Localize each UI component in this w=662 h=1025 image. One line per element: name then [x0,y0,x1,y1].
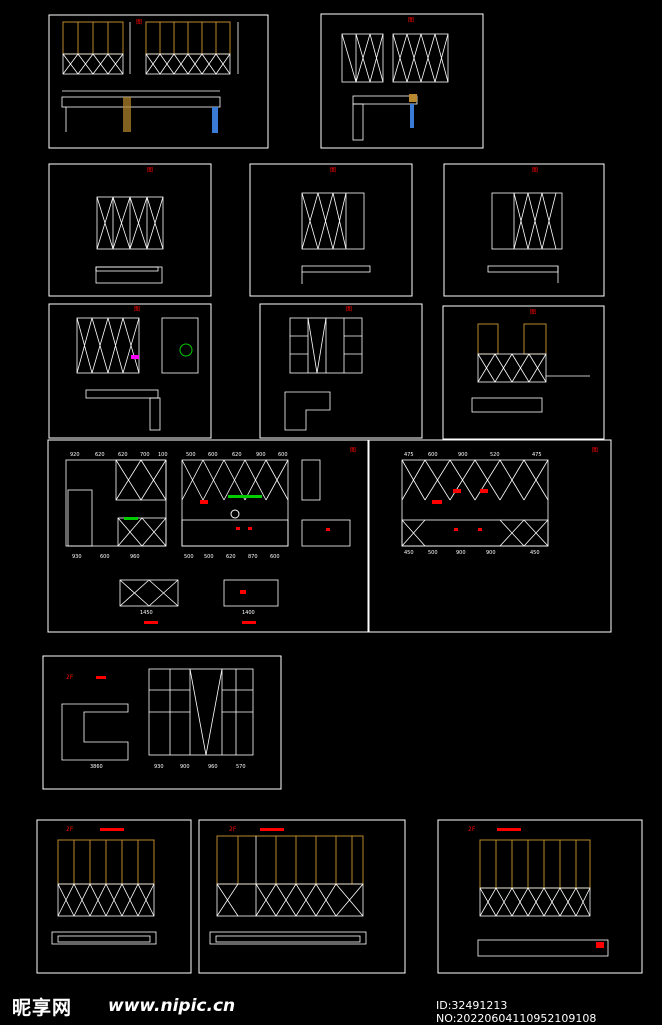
sheet-3: 图 [48,163,212,297]
svg-text:600: 600 [270,554,280,560]
svg-text:700: 700 [140,452,150,458]
svg-text:900: 900 [256,452,266,458]
svg-text:620: 620 [118,452,128,458]
svg-text:图: 图 [346,306,352,313]
svg-text:图: 图 [134,306,140,313]
svg-text:900: 900 [456,550,466,556]
svg-text:2F: 2F [468,826,476,833]
sheet-2: 图 [320,13,484,149]
watermark-id: ID:32491213 NO:20220604110952109108 [436,999,597,1025]
sheet-6: 图 [48,303,212,439]
svg-text:2F: 2F [66,674,74,681]
svg-text:图: 图 [136,19,142,26]
svg-text:520: 520 [490,452,500,458]
watermark-logo: 昵享网 [12,997,73,1019]
watermark-site: www.nipic.cn [108,996,236,1016]
svg-text:图: 图 [408,17,414,24]
svg-text:图: 图 [350,447,356,454]
svg-text:620: 620 [95,452,105,458]
svg-text:1450: 1450 [140,610,153,616]
svg-text:图: 图 [592,447,598,454]
svg-text:600: 600 [208,452,218,458]
sheet-9: 图 920 620 620 700 100 930 600 960 500 60… [47,439,369,633]
svg-text:900: 900 [458,452,468,458]
svg-text:3860: 3860 [90,764,103,770]
sheet-13: 2F [198,819,406,974]
svg-text:960: 960 [208,764,218,770]
sheet-5: 图 [443,163,605,297]
sheet-11: 2F 3860 930 900 960 570 [42,655,282,790]
svg-text:500: 500 [204,554,214,560]
svg-text:600: 600 [100,554,110,560]
sheet-10: 图 475 600 900 520 475 450 500 900 900 45… [368,439,612,633]
svg-text:870: 870 [248,554,258,560]
svg-text:960: 960 [130,554,140,560]
svg-text:图: 图 [147,167,153,174]
svg-text:930: 930 [154,764,164,770]
sheet-1: 图 [48,14,269,149]
sheet-4: 图 [249,163,413,297]
svg-text:1400: 1400 [242,610,255,616]
svg-text:620: 620 [232,452,242,458]
sheet-8: 图 [442,305,605,440]
svg-text:475: 475 [532,452,542,458]
svg-text:920: 920 [70,452,80,458]
svg-text:570: 570 [236,764,246,770]
svg-text:100: 100 [158,452,168,458]
svg-text:900: 900 [486,550,496,556]
svg-text:图: 图 [330,167,336,174]
svg-text:图: 图 [532,167,538,174]
svg-text:600: 600 [428,452,438,458]
svg-text:图: 图 [530,309,536,316]
svg-text:450: 450 [404,550,414,556]
svg-text:500: 500 [186,452,196,458]
svg-text:2F: 2F [66,826,74,833]
svg-text:500: 500 [428,550,438,556]
sheet-14: 2F [437,819,643,974]
svg-text:900: 900 [180,764,190,770]
svg-text:600: 600 [278,452,288,458]
svg-text:450: 450 [530,550,540,556]
sheet-7: 图 [259,303,423,439]
sheet-12: 2F [36,819,192,974]
svg-text:500: 500 [184,554,194,560]
svg-text:2F: 2F [229,826,237,833]
svg-text:930: 930 [72,554,82,560]
svg-text:475: 475 [404,452,414,458]
svg-text:620: 620 [226,554,236,560]
